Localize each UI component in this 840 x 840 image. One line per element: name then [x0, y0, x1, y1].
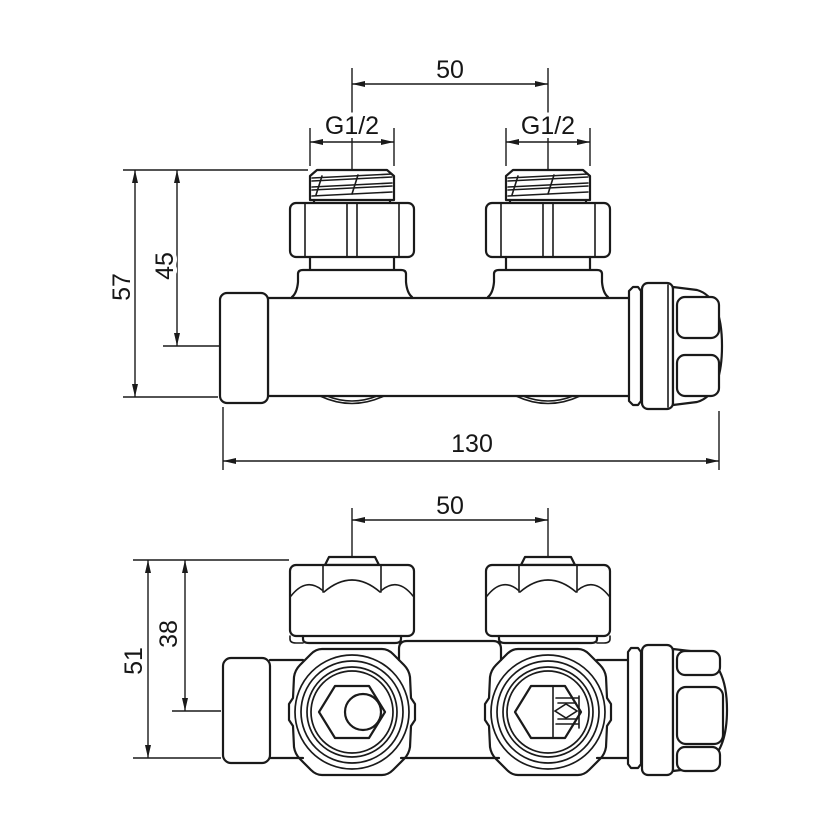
- top-view-drawing: 50 G1/2 G1/2 57 45 130: [104, 52, 724, 470]
- collar-front: [626, 646, 643, 770]
- dimension-label-height-total-top: 57: [108, 273, 136, 301]
- side-plug-cap: [218, 291, 270, 405]
- center-web: [397, 639, 503, 662]
- dimension-label-height-total-bottom: 51: [120, 647, 148, 675]
- thread-connection-left: [288, 168, 416, 300]
- valve-body-front: [268, 635, 630, 760]
- dimension-label-spacing-bottom: 50: [436, 492, 464, 520]
- collar: [627, 285, 643, 407]
- top-view-dimensions: 50 G1/2 G1/2 57 45 130: [104, 52, 720, 470]
- dimension-label-height-axis-top: 45: [151, 252, 179, 280]
- bottom-view-dimensions: 50 51 38: [116, 488, 549, 759]
- union-nut-right-front: [484, 555, 612, 645]
- valve-seat-bump-right: [515, 395, 581, 405]
- dimension-label-length: 130: [451, 430, 493, 458]
- union-nut-left-front: [288, 555, 416, 645]
- valve-body-side: [266, 296, 631, 405]
- dimension-label-spacing-top: 50: [436, 56, 464, 84]
- dimension-label-thread-right: G1/2: [521, 112, 575, 140]
- bottom-view-drawing: 50 51 38: [116, 488, 729, 777]
- spindle-circle: [343, 692, 383, 732]
- side-plug-cap-front: [221, 656, 272, 765]
- preset-insert: [553, 695, 580, 729]
- thread-connection-right: [484, 168, 612, 300]
- valve-seat-bump-left: [319, 395, 385, 405]
- valve-port-left: [287, 647, 417, 777]
- union-nut-end-side: [627, 281, 724, 411]
- dimension-label-thread-left: G1/2: [325, 112, 379, 140]
- valve-port-right: [483, 647, 613, 777]
- union-nut-end-front: [626, 643, 729, 777]
- dimension-label-height-axis-bottom: 38: [155, 620, 183, 648]
